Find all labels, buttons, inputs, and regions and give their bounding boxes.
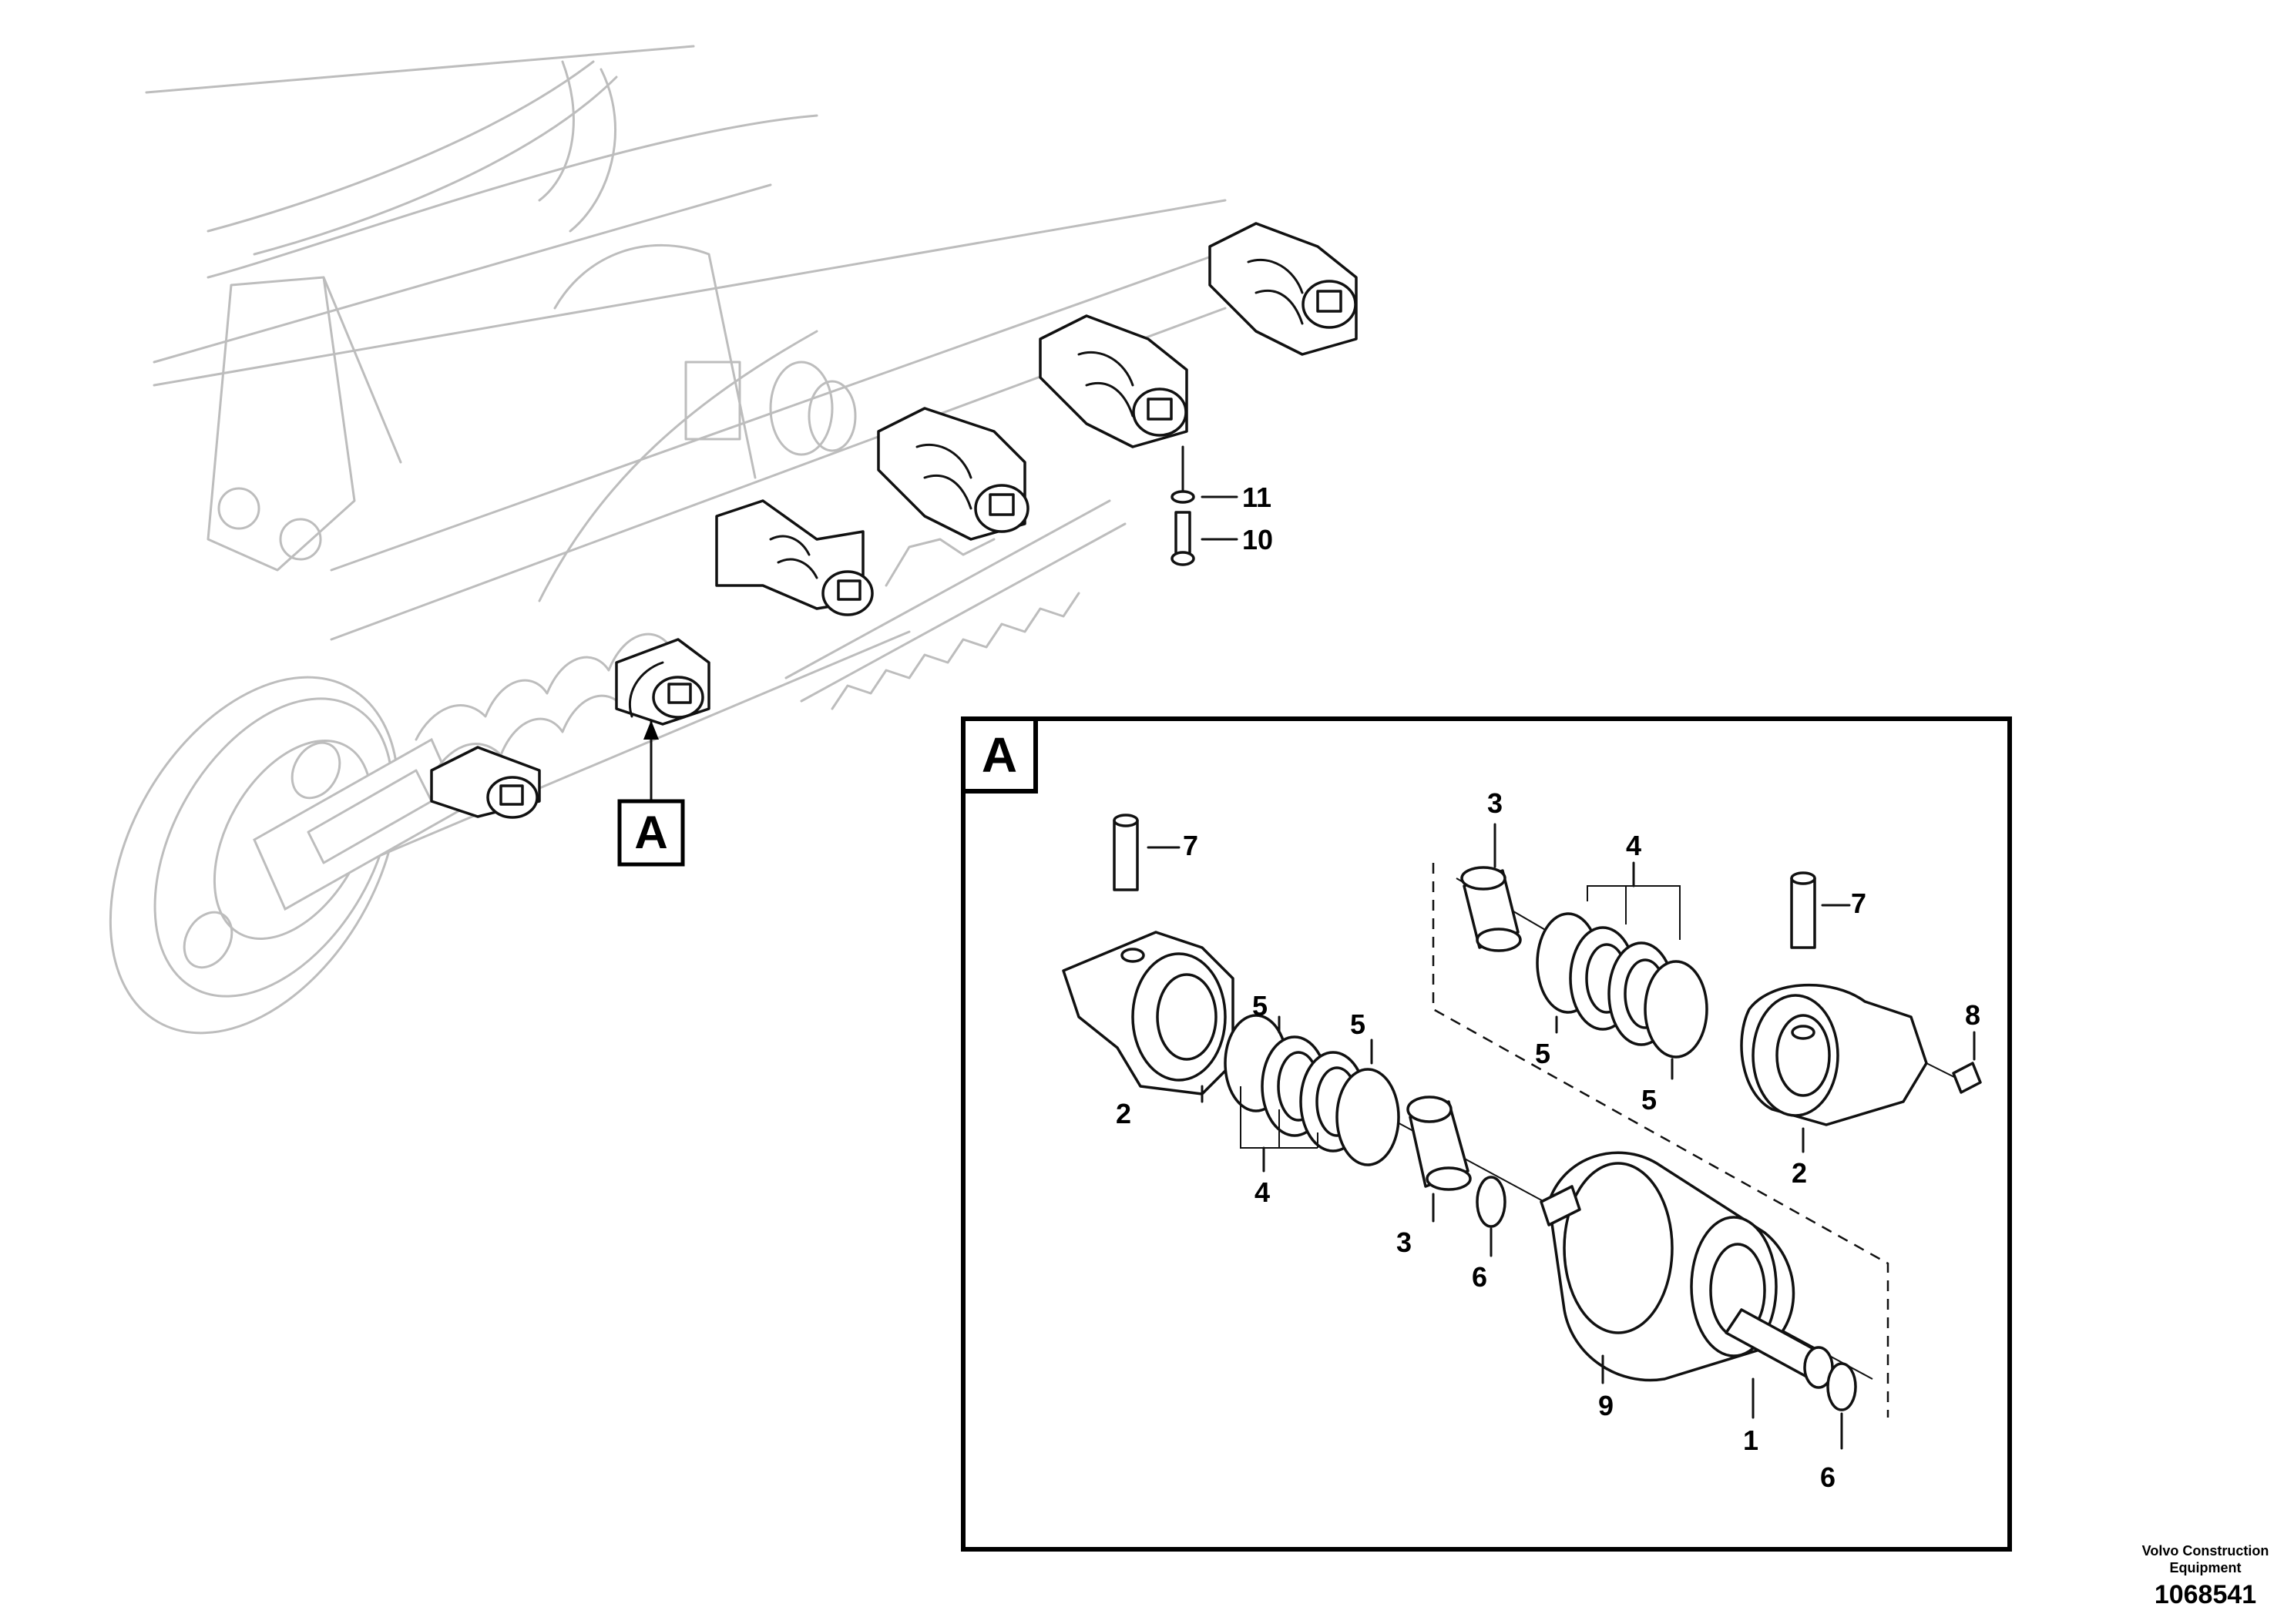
part-number-8: 8 <box>1965 999 1980 1031</box>
publisher-credit: Volvo Construction Equipment 1068541 <box>2117 1542 2294 1612</box>
part-number-7-left: 7 <box>1183 830 1198 861</box>
document-number: 1068541 <box>2154 1580 2257 1609</box>
track-roller-2 <box>615 638 710 726</box>
plug <box>1926 1031 1982 1094</box>
detail-view-a: A <box>961 716 2012 1552</box>
part-number-5-right-b: 5 <box>1641 1084 1657 1116</box>
part-number-11: 11 <box>1242 481 1271 513</box>
view-a-callout: A <box>617 719 685 867</box>
company-name: Volvo Construction Equipment <box>2141 1543 2269 1575</box>
part-number-4-left: 4 <box>1254 1176 1270 1208</box>
left-end-collar <box>1062 931 1234 1096</box>
view-a-callout-label: A <box>634 807 667 858</box>
part-number-4-right: 4 <box>1626 830 1641 861</box>
part-number-10: 10 <box>1242 524 1273 555</box>
part-number-5-left-a: 5 <box>1252 990 1268 1022</box>
part-number-6-right: 6 <box>1820 1461 1836 1493</box>
detail-view-label: A <box>982 727 1017 783</box>
part-number-7-right: 7 <box>1851 887 1866 919</box>
left-bushing <box>1406 1096 1472 1191</box>
part-number-9: 9 <box>1598 1390 1614 1421</box>
track-roller-6 <box>1208 222 1358 356</box>
right-seal-group <box>1536 885 1708 1059</box>
part-number-2-right: 2 <box>1792 1157 1807 1189</box>
detail-view-tag <box>961 716 1038 794</box>
roller-body <box>1540 1151 1834 1389</box>
part-number-5-right-a: 5 <box>1535 1038 1550 1069</box>
detail-view-frame <box>961 716 2012 1552</box>
roller-mounting-bolt: 11 10 <box>1171 445 1273 566</box>
leader-lines <box>1201 823 1843 1450</box>
right-pin <box>1790 871 1851 949</box>
right-bushing <box>1460 866 1522 952</box>
left-pin <box>1113 814 1181 891</box>
track-roller-4 <box>877 407 1029 541</box>
part-number-1: 1 <box>1743 1424 1758 1456</box>
part-number-6-left: 6 <box>1472 1261 1487 1293</box>
track-roller-1 <box>430 746 541 819</box>
left-seal-group <box>1224 1014 1400 1166</box>
track-roller-3 <box>715 499 874 616</box>
part-number-3-right: 3 <box>1487 787 1503 819</box>
right-o-ring <box>1826 1362 1857 1411</box>
undercarriage-outline <box>109 45 1227 1035</box>
left-o-ring <box>1476 1176 1506 1228</box>
track-roller-5 <box>1039 314 1188 448</box>
part-number-5-left-b: 5 <box>1350 1008 1365 1040</box>
part-number-2-left: 2 <box>1116 1098 1131 1129</box>
part-number-3-left: 3 <box>1396 1226 1412 1258</box>
